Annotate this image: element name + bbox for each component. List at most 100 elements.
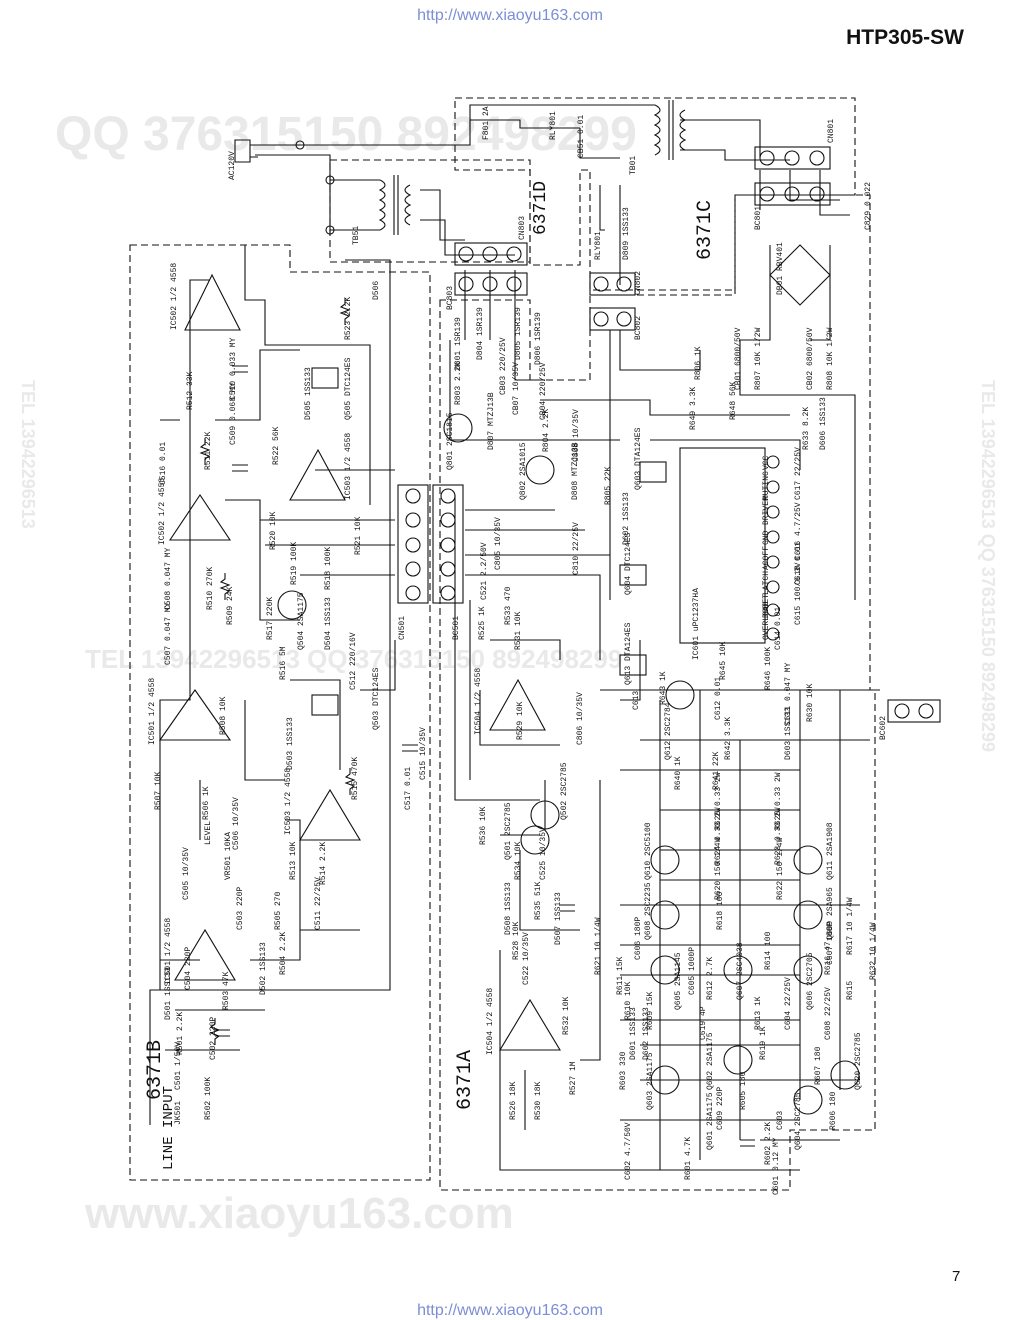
label-q609: Q609 2SA965 xyxy=(826,887,835,940)
label-r507: R507 10K xyxy=(154,771,163,810)
label-q504: Q504 2SA1175 xyxy=(297,592,306,650)
board-6371b-outline xyxy=(129,244,431,1181)
label-r503: R503 47K xyxy=(222,971,231,1010)
label-c605: C605 1000P xyxy=(688,947,697,995)
label-r618: R618 100 xyxy=(716,891,725,930)
label-r529: R529 10K xyxy=(516,701,525,740)
label-r803: R803 2.2K xyxy=(454,362,463,405)
label-r619: R619 1K xyxy=(759,1026,768,1060)
label-q603b: Q603 2SA1175 xyxy=(646,1052,655,1110)
label-r517: R517 220K xyxy=(266,597,275,640)
label-r536: R536 10K xyxy=(479,806,488,845)
label-rly801: RLY801 xyxy=(549,111,558,140)
label-r645: R645 10K xyxy=(719,641,728,680)
label-vr501: VR501 10KA xyxy=(224,832,233,880)
label-c806: C806 10/35V xyxy=(576,692,585,745)
label-r804: R804 2.2K xyxy=(542,409,551,452)
label-c611: C611 0.047 MY xyxy=(784,662,793,725)
connector-bc602 xyxy=(887,699,941,723)
label-cb07: CB07 10/35V xyxy=(512,362,521,415)
label-cb04: CB04 220/25V xyxy=(539,362,548,420)
label-c525: C525 10/35V xyxy=(539,827,548,880)
label-r521: R521 10K xyxy=(354,516,363,555)
label-q604: Q604 DTC124ES xyxy=(624,532,633,595)
board-6371a-wiring xyxy=(454,495,880,1171)
ac-plug xyxy=(234,139,335,235)
label-level: LEVEL xyxy=(204,821,213,845)
label-c516: C516 0.01 xyxy=(159,442,168,485)
label-d506: D506 xyxy=(372,281,381,300)
label-q505: Q505 DTC124ES xyxy=(344,357,353,420)
label-tb01: TB01 xyxy=(629,156,638,175)
label-c510: C510 0.033 MY xyxy=(229,337,238,400)
label-d503: D503 1SS133 xyxy=(286,717,295,770)
label-r610: R610 10K xyxy=(624,981,633,1020)
label-bc802: BC802 xyxy=(634,316,643,340)
label-ic601: IC601 uPC1237HA xyxy=(692,588,701,660)
label-ic504: IC504 1/2 4558 xyxy=(474,668,483,735)
label-ic502b: IC502 1/2 4558 xyxy=(158,478,167,545)
label-r641: R641 22K xyxy=(712,751,721,790)
label-c613: C613 xyxy=(632,691,641,710)
label-q612: Q612 2SC2784 xyxy=(664,702,673,760)
label-r808: R808 10K 1/2W xyxy=(826,327,835,390)
label-q603: Q603 DTA124ES xyxy=(634,427,643,490)
label-r649: R649 3.3K xyxy=(689,387,698,430)
pin-overload: OVERLOAD xyxy=(762,601,771,640)
label-r620: R620 150 1/4W xyxy=(714,837,723,900)
label-db01: DB01 RBV401 xyxy=(776,242,785,295)
label-q802: Q802 2SA1015 xyxy=(519,442,528,500)
label-c508: C508 0.047 MY xyxy=(164,547,173,610)
label-r523: R523 2.2K xyxy=(344,297,353,340)
label-d805: D805 1SR139 xyxy=(514,307,523,360)
label-c507: C507 0.047 MY xyxy=(164,602,173,665)
label-rly801b: RLY801 xyxy=(594,231,603,260)
label-d606: D606 1SS133 xyxy=(819,397,828,450)
connector-bc501 xyxy=(432,484,464,604)
label-d602: D602 1SS133 xyxy=(622,492,631,545)
label-r632: R632 10 1/4W xyxy=(869,922,878,980)
footer-url[interactable]: http://www.xiaoyu163.com xyxy=(417,1302,603,1319)
label-c603: C603 xyxy=(776,1111,785,1130)
pin-muting: MUTING xyxy=(762,471,771,500)
label-r612: R612 2.7K xyxy=(706,957,715,1000)
pin-gnd: GND xyxy=(762,530,771,545)
page-number: 7 xyxy=(952,1268,961,1285)
label-r603: R603 330 xyxy=(619,1051,628,1090)
label-r601: R601 4.7K xyxy=(684,1137,693,1180)
pin-driver: DRIVER xyxy=(762,496,771,525)
label-c504: C504 220P xyxy=(184,947,193,990)
watermark-qq: QQ 376315150 892498299 xyxy=(55,108,637,161)
label-c612: C612 0.01 xyxy=(714,677,723,720)
label-ic501b: IC501 1/2 4558 xyxy=(164,918,173,985)
label-q606: Q606 2SC2705 xyxy=(806,952,815,1010)
label-bc803: BC803 xyxy=(446,286,455,310)
connector-cn802 xyxy=(589,272,636,296)
label-c808: C808 10/35V xyxy=(572,409,581,462)
watermark-tel-left: TEL 13942296513 xyxy=(18,380,38,529)
label-r607: R607 180 xyxy=(814,1046,823,1085)
label-c614: C614 0.01 xyxy=(774,607,783,650)
watermark-layer: QQ 376315150 892498299 TEL 13942296513 Q… xyxy=(18,108,998,1238)
label-r530: R530 18K xyxy=(534,1081,543,1120)
section-label-6371b: 6371B xyxy=(144,1040,167,1100)
label-r605: R605 180 xyxy=(739,1071,748,1110)
label-q801: Q801 2SC1815 xyxy=(446,412,455,470)
connector-bc803 xyxy=(454,272,528,296)
label-r501: R501 2.2K xyxy=(176,1012,185,1055)
label-r648: R648 56K xyxy=(729,381,738,420)
board-labels: 6371B 6371A 6371C 6371D LINE INPUT xyxy=(144,181,717,1170)
pin-vcc: VCC xyxy=(762,455,771,470)
label-r508: R508 10K xyxy=(219,696,228,735)
label-ic503: IC503 1/2 4558 xyxy=(344,433,353,500)
label-d603: D603 1SS133 xyxy=(784,707,793,760)
label-f801: F801 2A xyxy=(482,106,491,140)
label-bc501: BC501 xyxy=(452,616,461,640)
header-url[interactable]: http://www.xiaoyu163.com xyxy=(417,7,603,24)
label-r520: R520 10K xyxy=(269,511,278,550)
label-c512: C512 220/16V xyxy=(349,632,358,690)
label-r535: R535 51K xyxy=(534,881,543,920)
label-d804: D804 1SR139 xyxy=(476,307,485,360)
label-ic504b: IC504 1/2 4558 xyxy=(486,988,495,1055)
label-q607: Q607 2SC4038 xyxy=(736,942,745,1000)
